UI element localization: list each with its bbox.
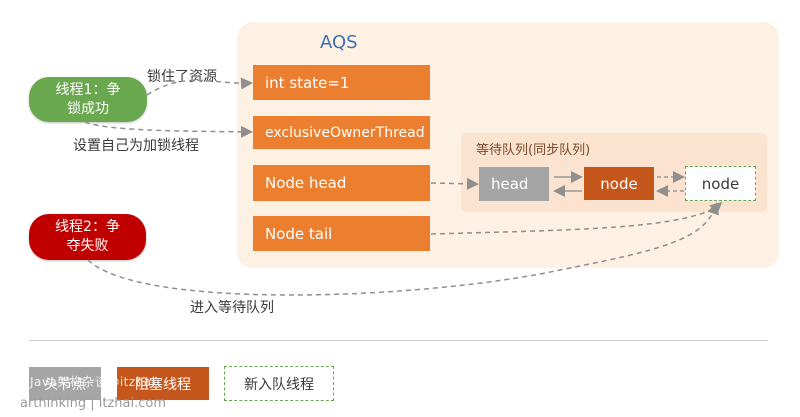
thread2-fail-pill: 线程2：争 夺失败: [29, 214, 146, 260]
thread1-success-pill: 线程1：争 锁成功: [29, 77, 147, 122]
legend-blocked-thread: 阻塞线程: [117, 367, 209, 400]
watermark-site: arthinking | itzhai.com: [20, 396, 167, 411]
queue-head-node: head: [479, 167, 549, 201]
set-owner-label: 设置自己为加锁线程: [73, 138, 199, 154]
arrow-thread1-to-owner: [84, 121, 253, 138]
divider: [30, 340, 768, 341]
lock-resource-label: 锁住了资源: [147, 69, 217, 85]
node-tail-field: Node tail: [253, 216, 430, 251]
queue-blocked-node: node: [584, 167, 654, 200]
exclusive-owner-thread-field: exclusiveOwnerThread: [253, 116, 430, 149]
aqs-title: AQS: [320, 32, 358, 53]
legend-new-enqueued-thread: 新入队线程: [224, 366, 334, 401]
queue-new-node: node: [685, 166, 756, 201]
enqueue-label: 进入等待队列: [190, 300, 274, 316]
wait-queue-title: 等待队列(同步队列): [476, 143, 591, 158]
legend-head-node: 头节点: [29, 367, 101, 400]
state-field: int state=1: [253, 65, 430, 100]
node-head-field: Node head: [253, 165, 430, 201]
watermark-brand: Java架构杂谈@itzhai: [30, 375, 156, 389]
